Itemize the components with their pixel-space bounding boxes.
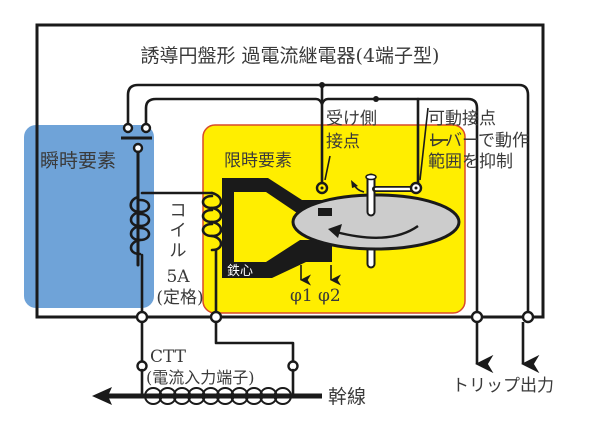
- movable-contact-dot: [414, 186, 418, 190]
- trip-output-label: トリップ出力: [452, 376, 554, 396]
- case-terminal-trip-1: [470, 310, 484, 324]
- case-terminal-trip-2: [521, 310, 535, 324]
- iron-core-label: 鉄心: [227, 264, 253, 279]
- instant-contact-terminal: [140, 122, 152, 134]
- disk-rotation-arrow: [335, 225, 419, 239]
- wire-junction: [373, 96, 379, 102]
- shading-coil: [318, 208, 332, 216]
- coil-label-2: イ: [170, 221, 187, 241]
- receiving-contact-label-1: 受け側: [326, 109, 377, 129]
- case-terminal-2: [209, 310, 223, 324]
- wire-outer-loop: [126, 83, 530, 319]
- disk-rotation-arrowhead: [328, 224, 342, 238]
- leader-movable-contact: [419, 107, 429, 181]
- iron-core: [222, 178, 332, 278]
- coil-label-1: コ: [170, 201, 187, 221]
- instant-element-block: [24, 125, 154, 308]
- ctt-note: (電流入力端子): [146, 368, 255, 387]
- diagram-title: 誘導円盤形 過電流継電器(4端子型): [141, 45, 440, 67]
- time-element-label: 限時要素: [224, 151, 292, 171]
- ctt-label: CTT: [150, 347, 187, 367]
- rating-note: (定格): [156, 288, 203, 308]
- movable-contact-label-3: 範囲を抑制: [428, 152, 513, 172]
- feeder-arrowhead: [92, 387, 112, 405]
- relay-case-frame: [35, 23, 545, 319]
- wire-ctt-right: [214, 320, 295, 364]
- rating-value: 5A: [166, 267, 190, 287]
- time-coil-icon: [201, 191, 223, 252]
- feeder-label: 幹線: [328, 386, 366, 408]
- receiving-contact-dot: [320, 186, 324, 190]
- phi1-label: φ1: [290, 286, 313, 306]
- induction-disk: [291, 193, 461, 251]
- phi2-label: φ2: [318, 286, 341, 306]
- instant-element-label: 瞬時要素: [40, 150, 116, 172]
- leader-receiving-contact: [324, 155, 331, 181]
- case-terminal-1: [135, 310, 149, 324]
- instant-coil-icon: [129, 195, 151, 256]
- instant-contact-terminal: [122, 122, 134, 134]
- receiving-contact-label-2: 接点: [326, 132, 360, 152]
- disk-shaft-top: [365, 173, 377, 181]
- movable-contact-label-2: レバーで動作: [428, 131, 529, 151]
- movable-contact-label-1: 可動接点: [428, 109, 496, 129]
- lever-swing-arrowhead: [351, 180, 358, 188]
- coil-label-3: ル: [170, 241, 187, 261]
